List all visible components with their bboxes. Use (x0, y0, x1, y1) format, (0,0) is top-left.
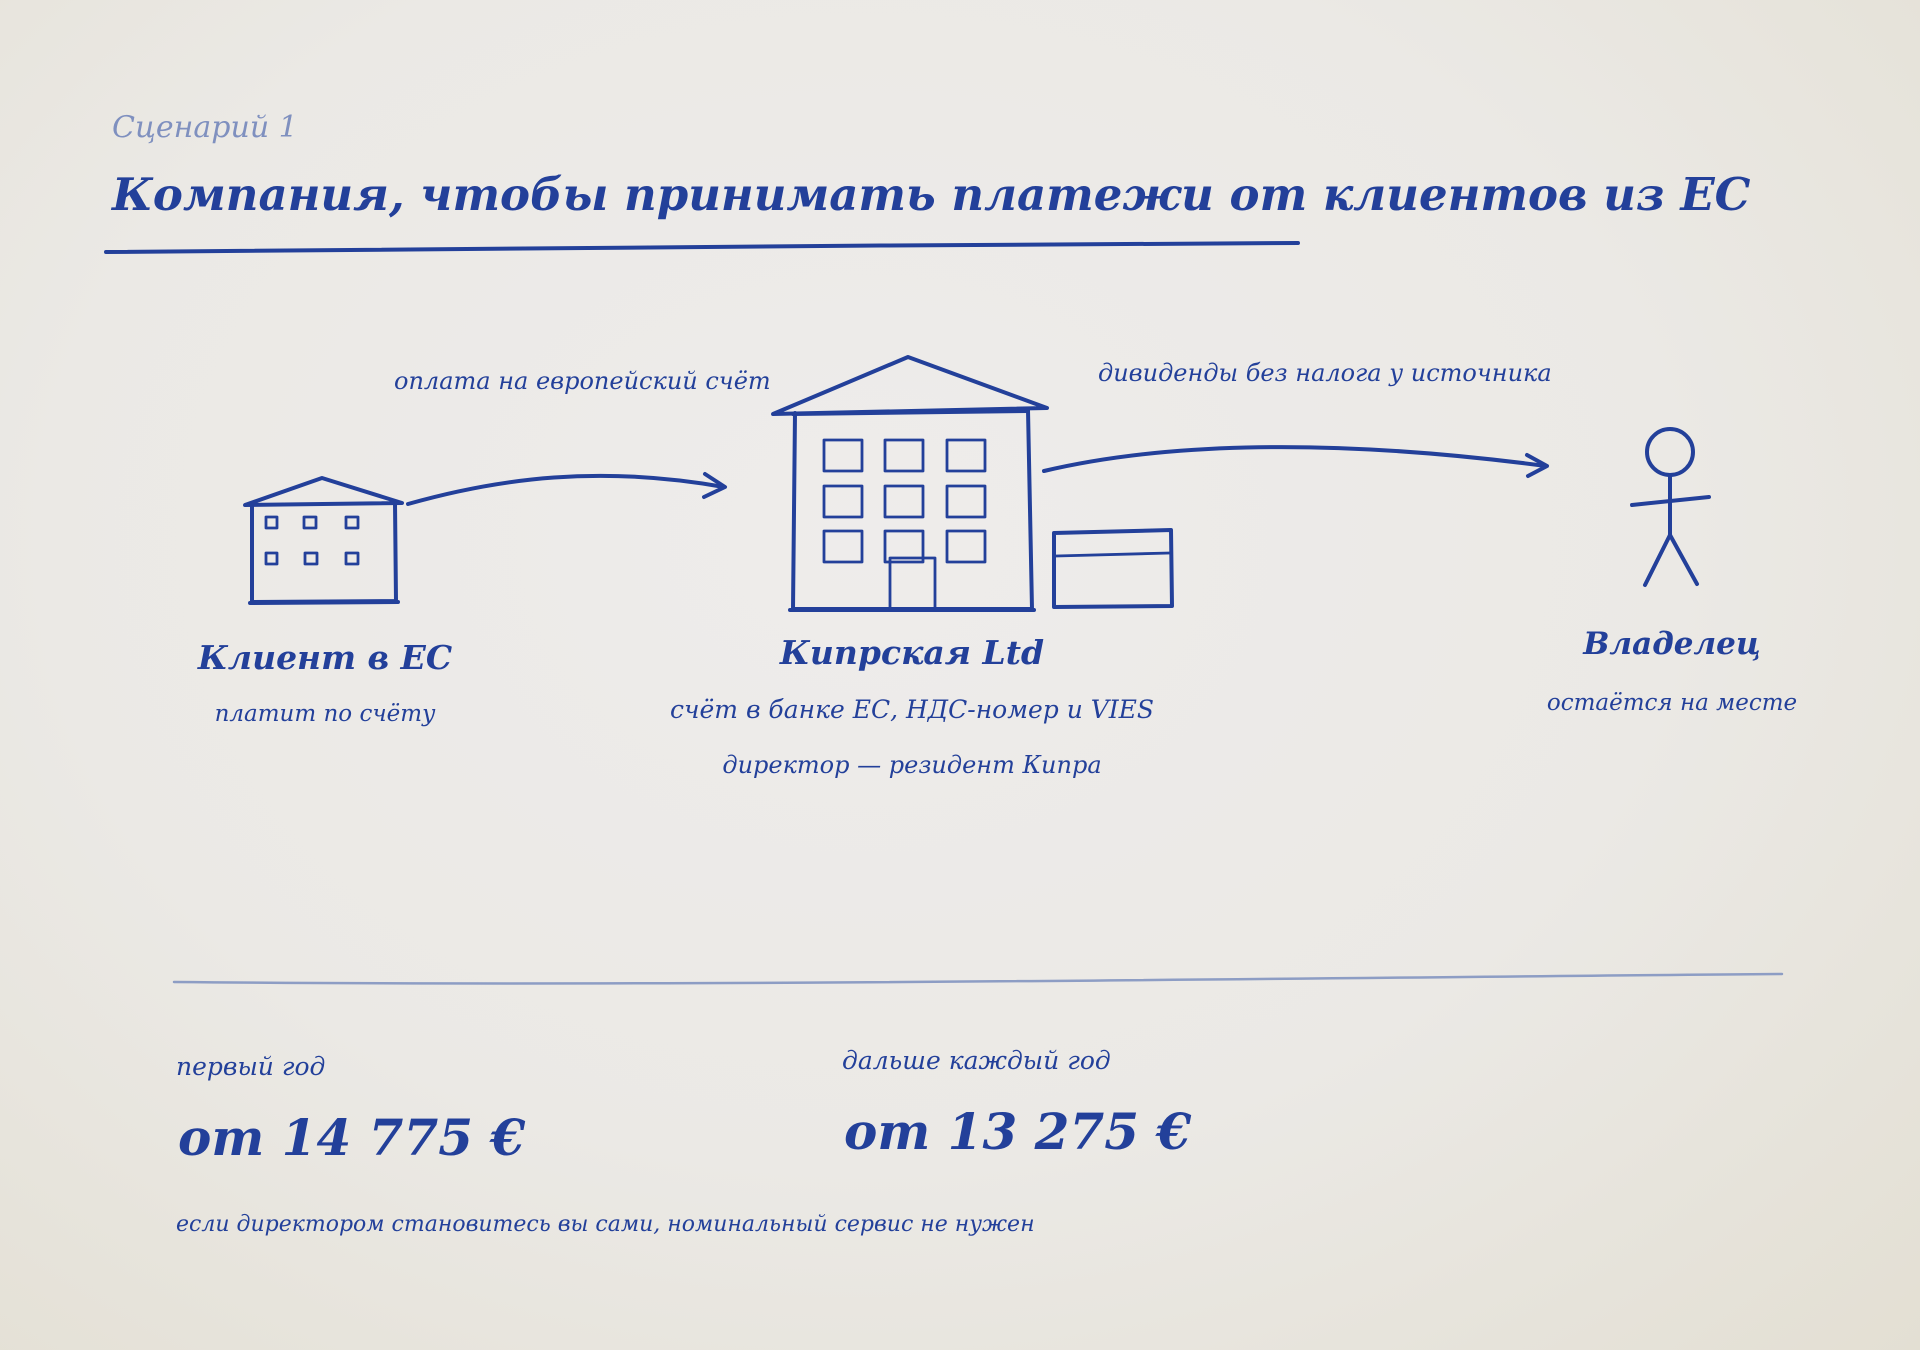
client-name: Клиент в ЕС (197, 638, 453, 677)
payment-arrow (406, 472, 727, 506)
next-years-price: от 13 275 € (844, 1102, 1192, 1161)
company-name: Кипрская Ltd (779, 633, 1045, 672)
stick-figure-icon (1630, 427, 1711, 587)
client-note: платит по счёту (214, 701, 436, 727)
section-divider (172, 972, 1784, 985)
office-building-icon (771, 355, 1174, 612)
dividends-flow-label: дивиденды без налога у источника (1098, 359, 1552, 387)
scenario-label: Сценарий 1 (112, 110, 298, 145)
payment-flow-label: оплата на европейский счёт (394, 367, 771, 395)
company-note-bank: счёт в банке ЕС, НДС-номер и VIES (669, 695, 1155, 724)
company-note-director: директор — резидент Кипра (722, 751, 1102, 779)
title-underline (104, 241, 1300, 254)
owner-note: остаётся на месте (1546, 690, 1798, 716)
first-year-label: первый год (176, 1052, 326, 1081)
page-title: Компания, чтобы принимать платежи от кли… (112, 168, 1751, 221)
next-years-label: дальше каждый год (842, 1046, 1111, 1075)
small-building-icon (243, 476, 404, 605)
pricing-footnote: если директором становитесь вы сами, ном… (176, 1212, 1035, 1237)
first-year-price: от 14 775 € (178, 1108, 526, 1167)
dividends-arrow (1042, 445, 1549, 478)
owner-name: Владелец (1583, 626, 1761, 662)
